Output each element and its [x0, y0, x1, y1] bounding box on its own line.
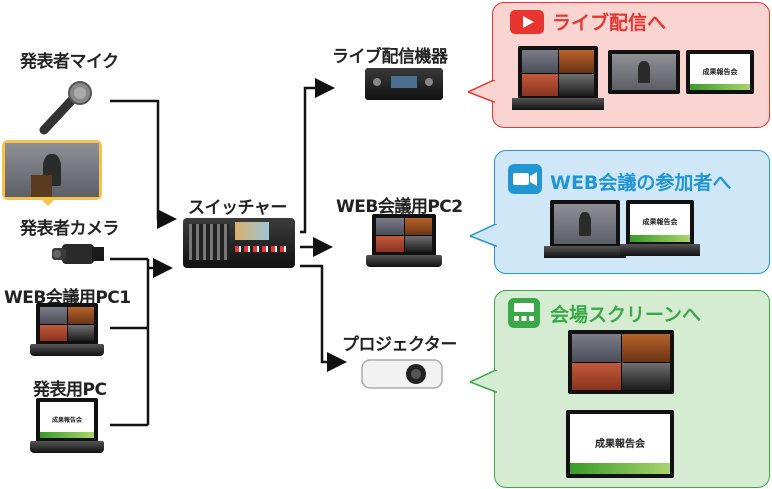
out-proj-line [300, 264, 347, 372]
out-live-line [300, 78, 335, 234]
live-streaming-device-icon [365, 68, 443, 100]
video-camera-icon [508, 164, 542, 194]
switcher-label: スイッチャー [188, 198, 287, 218]
camcorder-icon [52, 244, 104, 264]
pc2-monitor [372, 214, 436, 256]
venue-screen-icon [508, 298, 540, 328]
web-preview-slide: 成果報告会 [626, 200, 694, 246]
live-destination-title: ライブ配信へ [552, 12, 667, 34]
presenter-video-thumbnail [2, 140, 102, 200]
venue-destination-title: 会場スクリーンへ [550, 304, 702, 326]
web-preview-presenter [550, 200, 620, 248]
venue-screen-slide: 成果報告会 [566, 410, 674, 478]
presenter-pc-monitor: 成果報告会 [36, 398, 98, 442]
pc1-label: WEB会議用PC1 [4, 288, 131, 308]
video-switcher-icon [183, 218, 295, 268]
play-icon [510, 10, 544, 34]
live-preview-presenter [608, 50, 680, 94]
pc1-monitor [36, 303, 98, 345]
pc2-label: WEB会議用PC2 [336, 197, 463, 217]
projector-label: プロジェクター [342, 335, 457, 355]
projector-icon [361, 359, 443, 389]
live-preview-grid [518, 46, 598, 100]
camera-label: 発表者カメラ [20, 219, 120, 239]
live-device-label: ライブ配信機器 [332, 47, 448, 67]
microphone-icon [39, 81, 92, 135]
web-destination-title: WEB会議の参加者へ [550, 172, 732, 194]
live-preview-slide: 成果報告会 [686, 50, 754, 94]
mic-line [110, 99, 177, 229]
venue-screen-grid [568, 330, 674, 394]
presenter-pc-label: 発表用PC [33, 380, 107, 400]
mic-label: 発表者マイク [20, 52, 119, 72]
